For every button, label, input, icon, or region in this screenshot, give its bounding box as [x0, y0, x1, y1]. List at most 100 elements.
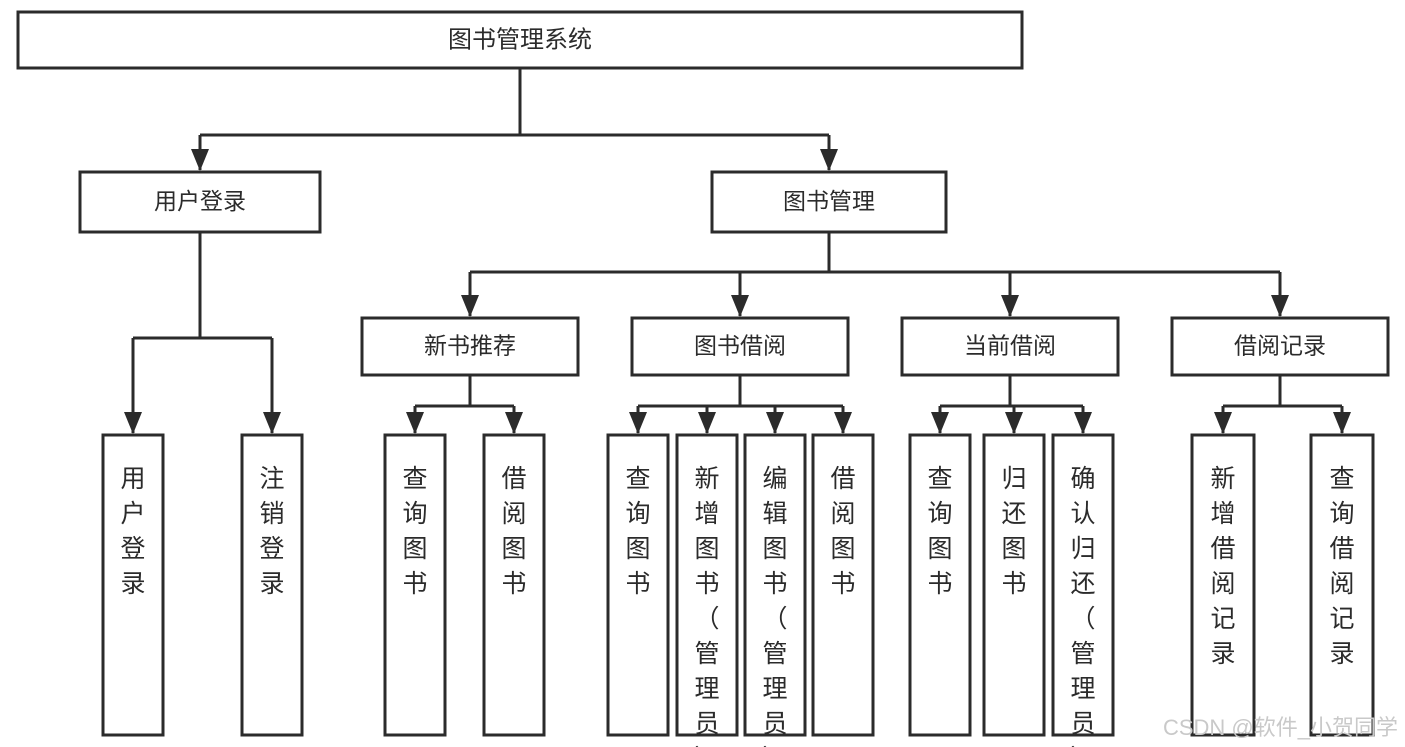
node-leaf-label-1: 用户登录: [120, 465, 145, 598]
node-level2-label-4: 借阅记录: [1234, 333, 1326, 359]
svg-text:管: 管: [694, 640, 719, 668]
svg-text:书: 书: [625, 570, 650, 598]
svg-text:记: 记: [1329, 605, 1354, 633]
node-level2-3[interactable]: [900, 316, 1120, 377]
svg-text:理: 理: [694, 675, 719, 703]
node-leaf-4[interactable]: [482, 433, 546, 737]
node-level1-1[interactable]: [78, 170, 322, 234]
svg-text:借: 借: [1210, 535, 1235, 563]
node-level2-label-1: 新书推荐: [424, 333, 516, 359]
svg-text:询: 询: [1329, 500, 1354, 528]
svg-text:员: 员: [1070, 710, 1095, 738]
node-level2-label-2: 图书借阅: [694, 333, 786, 359]
node-root-system[interactable]: [16, 10, 1024, 70]
node-leaf-1[interactable]: [101, 433, 165, 737]
svg-text:阅: 阅: [1329, 570, 1354, 598]
svg-text:阅: 阅: [501, 500, 526, 528]
svg-text:用: 用: [120, 465, 145, 493]
svg-text:户: 户: [120, 500, 145, 528]
svg-text:员: 员: [762, 710, 787, 738]
arrow-head-icon: [1271, 295, 1289, 317]
node-level1-2[interactable]: [710, 170, 948, 234]
svg-text:询: 询: [625, 500, 650, 528]
svg-text:图: 图: [402, 535, 427, 563]
svg-text:管: 管: [762, 640, 787, 668]
node-level2-1[interactable]: [360, 316, 580, 377]
svg-text:录: 录: [1210, 640, 1235, 668]
svg-text:借: 借: [501, 465, 526, 493]
svg-text:书: 书: [694, 570, 719, 598]
arrow-head-icon: [834, 412, 852, 434]
svg-text:员: 员: [694, 710, 719, 738]
svg-text:图: 图: [830, 535, 855, 563]
arrow-head-icon: [406, 412, 424, 434]
svg-text:录: 录: [120, 570, 145, 598]
svg-text:辑: 辑: [762, 500, 787, 528]
svg-text:认: 认: [1070, 500, 1095, 528]
svg-text:图: 图: [694, 535, 719, 563]
arrow-head-icon: [1074, 412, 1092, 434]
svg-text:还: 还: [1070, 570, 1095, 598]
svg-text:查: 查: [927, 465, 952, 493]
svg-text:归: 归: [1001, 465, 1026, 493]
svg-text:增: 增: [1210, 500, 1235, 528]
svg-text:新: 新: [1210, 465, 1235, 493]
node-leaf-5[interactable]: [606, 433, 670, 737]
svg-text:借: 借: [830, 465, 855, 493]
svg-text:图: 图: [927, 535, 952, 563]
svg-text:借: 借: [1329, 535, 1354, 563]
svg-text:）: ）: [762, 745, 787, 747]
svg-text:阅: 阅: [1210, 570, 1235, 598]
node-leaf-12[interactable]: [1190, 433, 1256, 737]
node-level2-2[interactable]: [630, 316, 850, 377]
node-leaf-9[interactable]: [908, 433, 972, 737]
node-leaf-2[interactable]: [240, 433, 304, 737]
arrow-head-icon: [1333, 412, 1351, 434]
arrow-head-icon: [820, 149, 838, 171]
node-leaf-7[interactable]: [743, 433, 807, 737]
arrow-head-icon: [1005, 412, 1023, 434]
arrow-head-icon: [505, 412, 523, 434]
svg-text:查: 查: [402, 465, 427, 493]
node-root-label: 图书管理系统: [448, 26, 592, 53]
svg-text:归: 归: [1070, 535, 1095, 563]
arrow-head-icon: [731, 295, 749, 317]
node-level2-4[interactable]: [1170, 316, 1390, 377]
node-leaf-13[interactable]: [1309, 433, 1375, 737]
svg-text:书: 书: [1001, 570, 1026, 598]
arrow-head-icon: [1214, 412, 1232, 434]
svg-text:）: ）: [694, 745, 719, 747]
svg-text:书: 书: [762, 570, 787, 598]
svg-text:销: 销: [259, 500, 284, 528]
connectors-layer: [124, 68, 1351, 434]
svg-text:询: 询: [402, 500, 427, 528]
node-level2-label-3: 当前借阅: [964, 333, 1056, 359]
node-leaf-10[interactable]: [982, 433, 1046, 737]
node-leaf-8[interactable]: [811, 433, 875, 737]
svg-text:理: 理: [1070, 675, 1095, 703]
node-leaf-3[interactable]: [383, 433, 447, 737]
svg-text:书: 书: [830, 570, 855, 598]
node-leaf-6[interactable]: [675, 433, 739, 737]
svg-text:录: 录: [259, 570, 284, 598]
node-leaf-11[interactable]: [1051, 433, 1115, 737]
svg-text:查: 查: [625, 465, 650, 493]
svg-text:确: 确: [1070, 465, 1095, 493]
svg-text:）: ）: [1070, 745, 1095, 747]
svg-text:登: 登: [259, 535, 284, 563]
svg-text:书: 书: [402, 570, 427, 598]
arrow-head-icon: [766, 412, 784, 434]
svg-text:书: 书: [501, 570, 526, 598]
svg-text:注: 注: [259, 465, 284, 493]
svg-text:询: 询: [927, 500, 952, 528]
